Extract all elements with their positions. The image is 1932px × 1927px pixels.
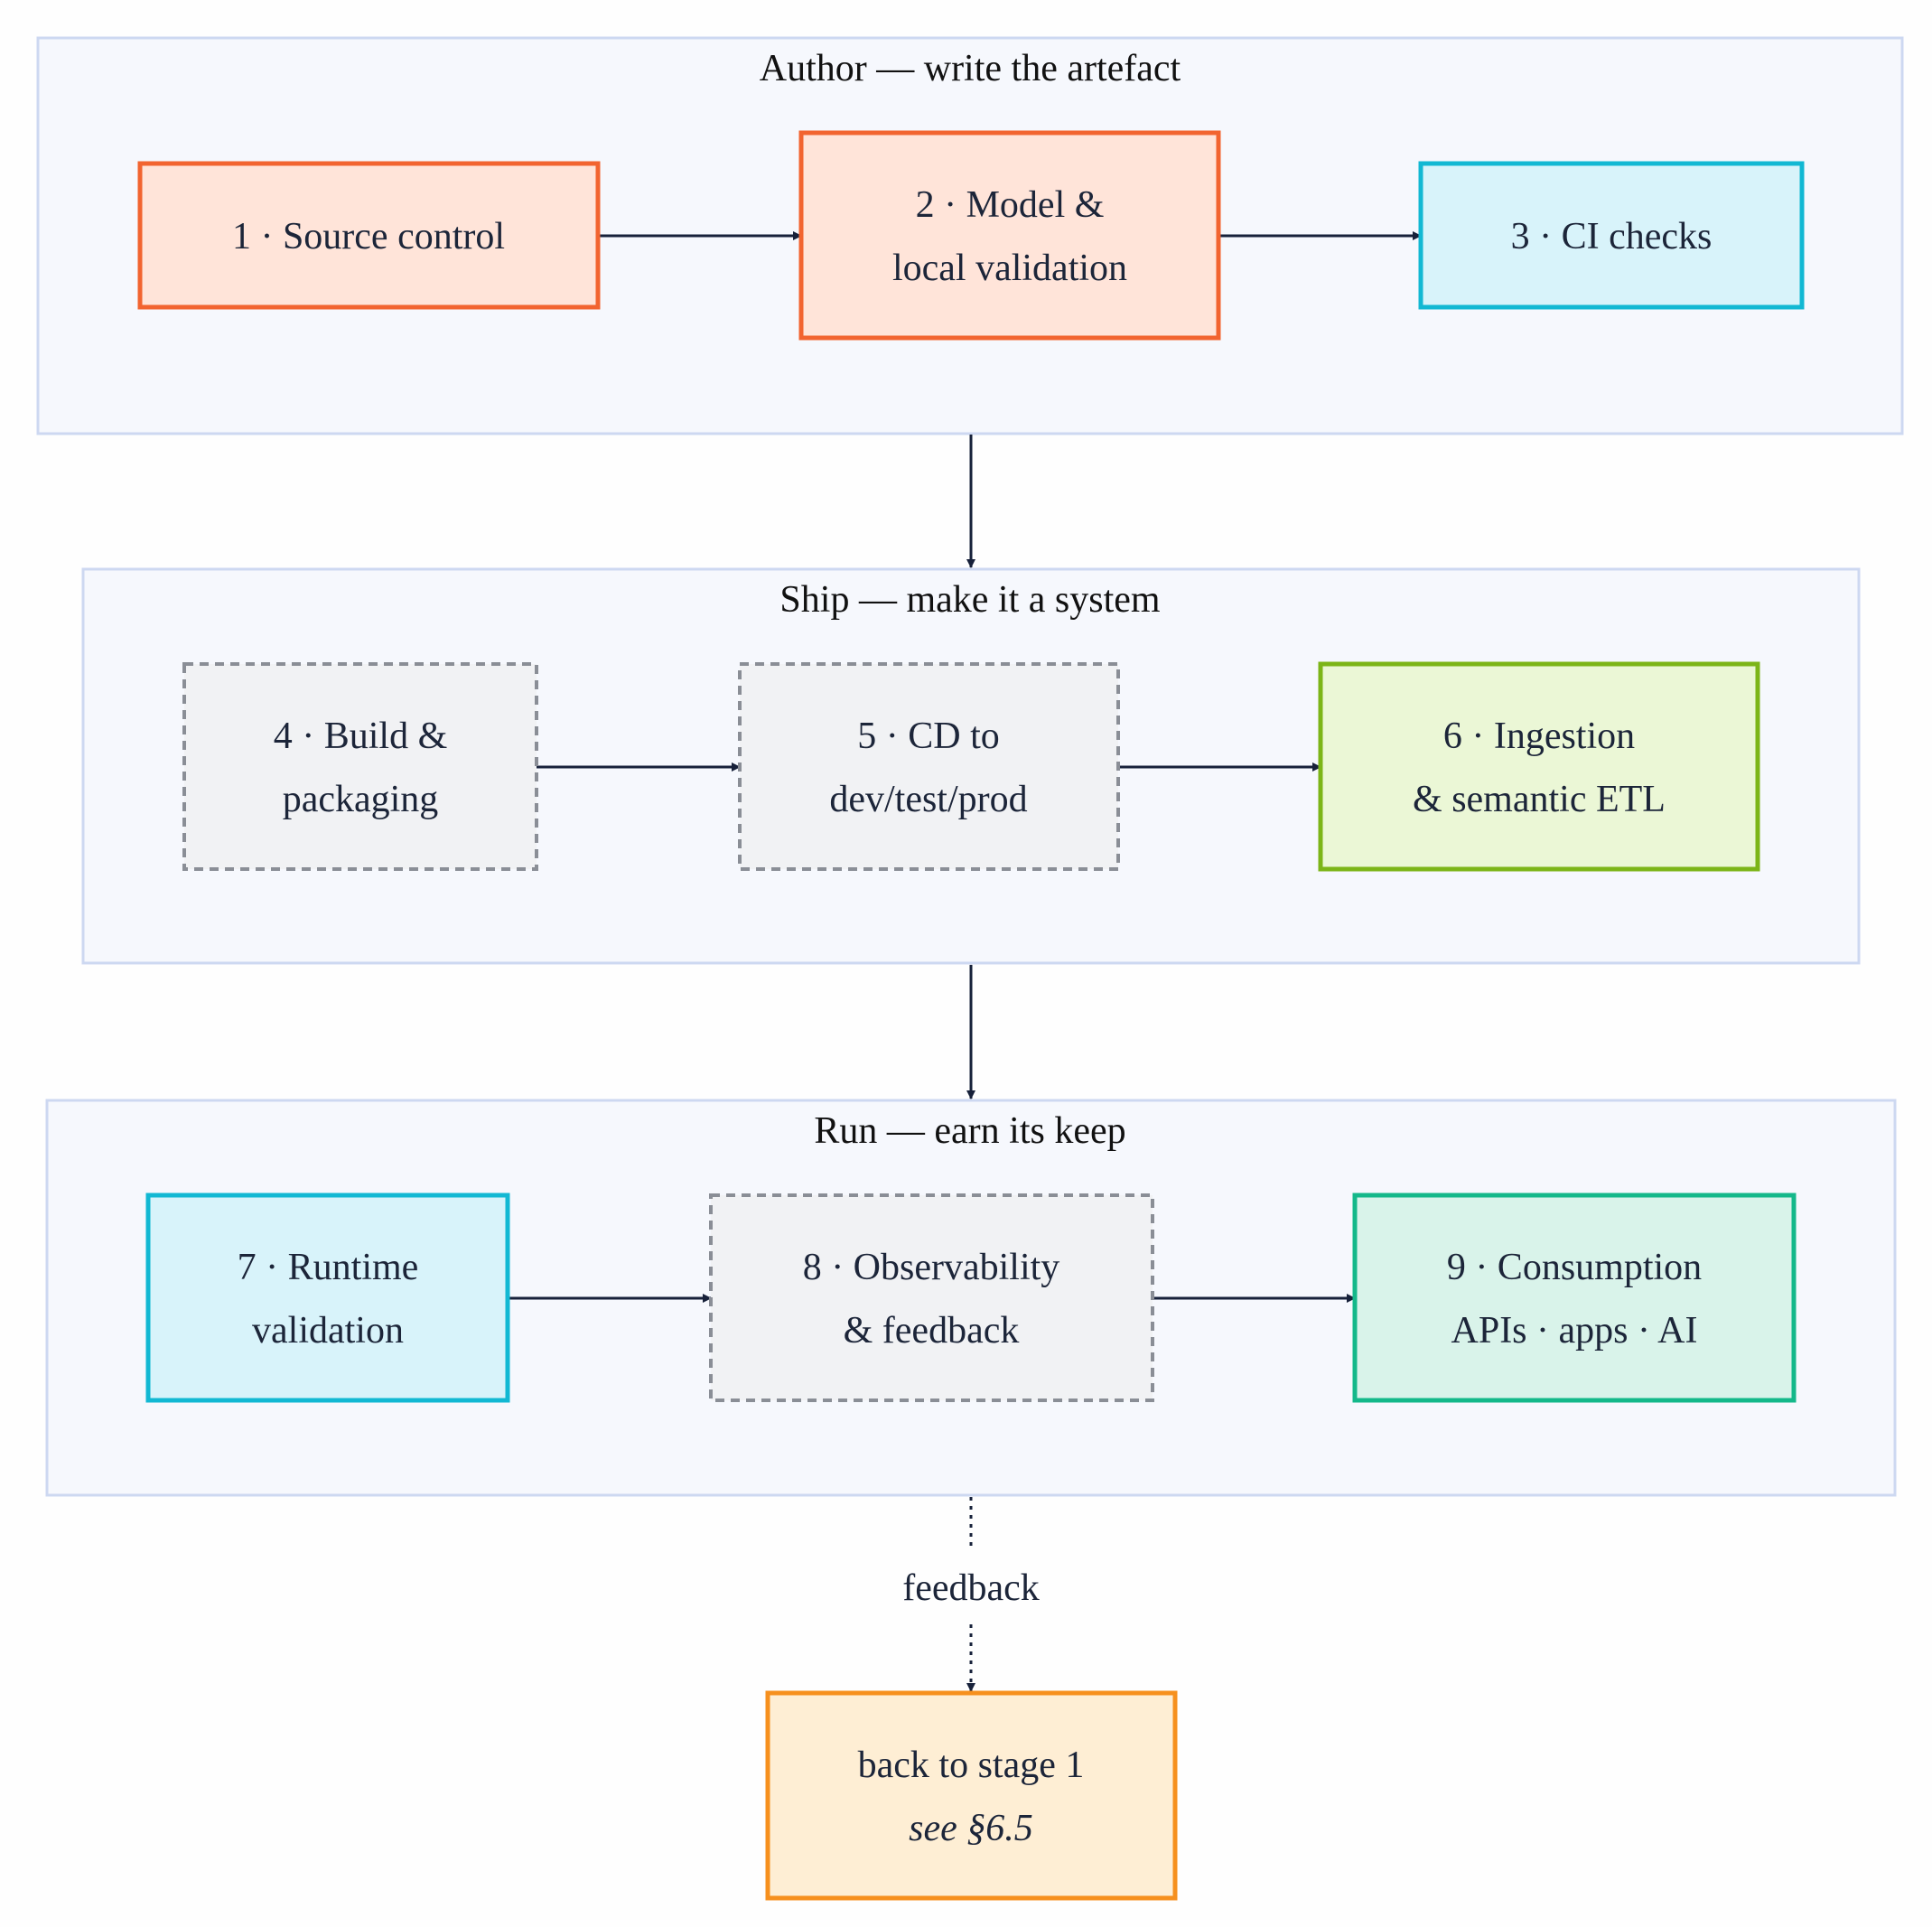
node-ci-checks: 3 · CI checks — [1418, 161, 1805, 310]
node-label: back to stage 1 — [858, 1745, 1085, 1786]
node-label: 5 · CD to — [857, 716, 1000, 757]
stage-author-title: Author — write the artefact — [760, 48, 1181, 89]
node-label: 4 · Build & — [274, 716, 448, 757]
node-runtime-validation: 7 · Runtime validation — [145, 1193, 510, 1403]
node-back-to-stage-1: back to stage 1 see §6.5 — [765, 1690, 1178, 1901]
node-box — [1418, 161, 1805, 310]
node-cd-environments: 5 · CD to dev/test/prod — [738, 662, 1120, 871]
node-build-packaging: 4 · Build & packaging — [182, 662, 538, 871]
node-ingestion-etl: 6 · Ingestion & semantic ETL — [1318, 661, 1760, 872]
node-label: 8 · Observability — [803, 1247, 1060, 1288]
node-label: packaging — [283, 779, 439, 820]
node-label: validation — [252, 1310, 404, 1352]
node-box — [1318, 661, 1760, 872]
node-label: APIs · apps · AI — [1451, 1310, 1698, 1352]
node-label: 6 · Ingestion — [1443, 716, 1635, 757]
edge-label-feedback: feedback — [902, 1567, 1040, 1609]
stage-run-title: Run — earn its keep — [814, 1110, 1125, 1152]
node-label: & feedback — [844, 1310, 1020, 1352]
node-model-local-validation: 2 · Model & local validation — [798, 130, 1221, 341]
node-label: dev/test/prod — [829, 779, 1027, 820]
node-label: & semantic ETL — [1413, 779, 1666, 820]
node-box — [709, 1193, 1154, 1402]
node-box — [798, 130, 1221, 341]
edges — [508, 231, 1422, 1692]
node-label: 2 · Model & — [916, 184, 1105, 226]
node-box — [145, 1193, 510, 1403]
node-box — [738, 662, 1120, 871]
node-label: 3 · CI checks — [1511, 216, 1713, 257]
node-label: local validation — [892, 248, 1127, 289]
node-box — [137, 161, 601, 310]
node-source-control: 1 · Source control — [137, 161, 601, 310]
node-box — [765, 1690, 1178, 1901]
node-box — [1352, 1193, 1797, 1403]
node-box — [182, 662, 538, 871]
node-label: 1 · Source control — [232, 216, 505, 257]
node-consumption: 9 · Consumption APIs · apps · AI — [1352, 1193, 1797, 1403]
stage-ship-title: Ship — make it a system — [779, 579, 1160, 621]
node-observability-feedback: 8 · Observability & feedback — [709, 1193, 1154, 1402]
node-label: 7 · Runtime — [238, 1247, 419, 1288]
node-label: 9 · Consumption — [1447, 1247, 1702, 1288]
node-reference: see §6.5 — [909, 1808, 1033, 1849]
